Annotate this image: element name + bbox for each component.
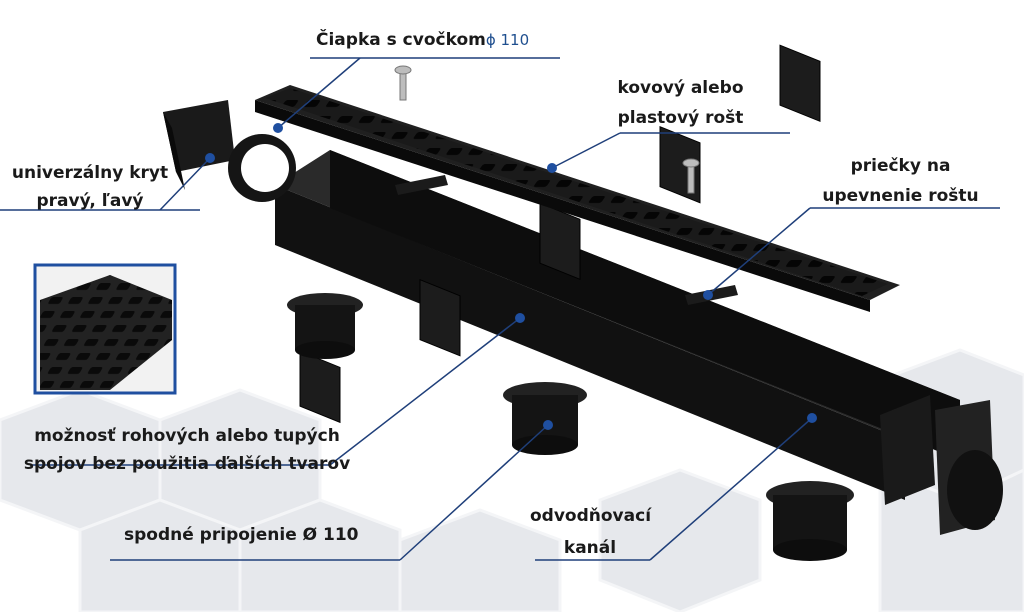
- end-cover-left: [163, 100, 296, 202]
- label-grate-line2: plastový rošt: [617, 108, 744, 128]
- leader-dots: [205, 123, 817, 430]
- label-grate-line1: kovový alebo: [617, 78, 744, 98]
- screws: [394, 65, 700, 194]
- label-cap: Čiapka s cvočkomϕ 110: [316, 27, 529, 53]
- label-bottom: spodné pripojenie Ø 110: [124, 522, 359, 548]
- end-cover-right: [880, 395, 1003, 535]
- label-grate: kovový alebo plastový rošt: [608, 75, 753, 131]
- label-joints-line1: možnosť rohových alebo tupých: [34, 426, 340, 446]
- label-cap-suffix: ϕ 110: [485, 31, 530, 49]
- label-channel-line1: odvodňovací: [530, 506, 652, 526]
- drainage-channel: [275, 44, 960, 500]
- corner-joint-inset: [33, 263, 177, 395]
- label-bars-line2: upevnenie roštu: [822, 186, 979, 206]
- bottom-connectors: [287, 293, 854, 561]
- label-cover-line1: univerzálny kryt: [11, 163, 169, 183]
- label-cover-line2: pravý, ľavý: [36, 191, 144, 211]
- label-bars-line1: priečky na: [850, 156, 951, 176]
- label-bottom-text: spodné pripojenie Ø 110: [124, 525, 359, 545]
- label-cover: univerzálny kryt pravý, ľavý: [4, 160, 176, 214]
- label-channel: odvodňovací kanál: [530, 503, 652, 561]
- label-joints-line2: spojov bez použitia ďalších tvarov: [23, 454, 351, 474]
- leader-lines: [0, 57, 1000, 561]
- label-channel-line2: kanál: [563, 538, 617, 558]
- grate: [255, 85, 900, 312]
- label-joints: možnosť rohových alebo tupých spojov bez…: [22, 423, 352, 477]
- label-bars: priečky na upevnenie roštu: [818, 153, 983, 209]
- label-cap-text: Čiapka s cvočkom: [316, 30, 486, 50]
